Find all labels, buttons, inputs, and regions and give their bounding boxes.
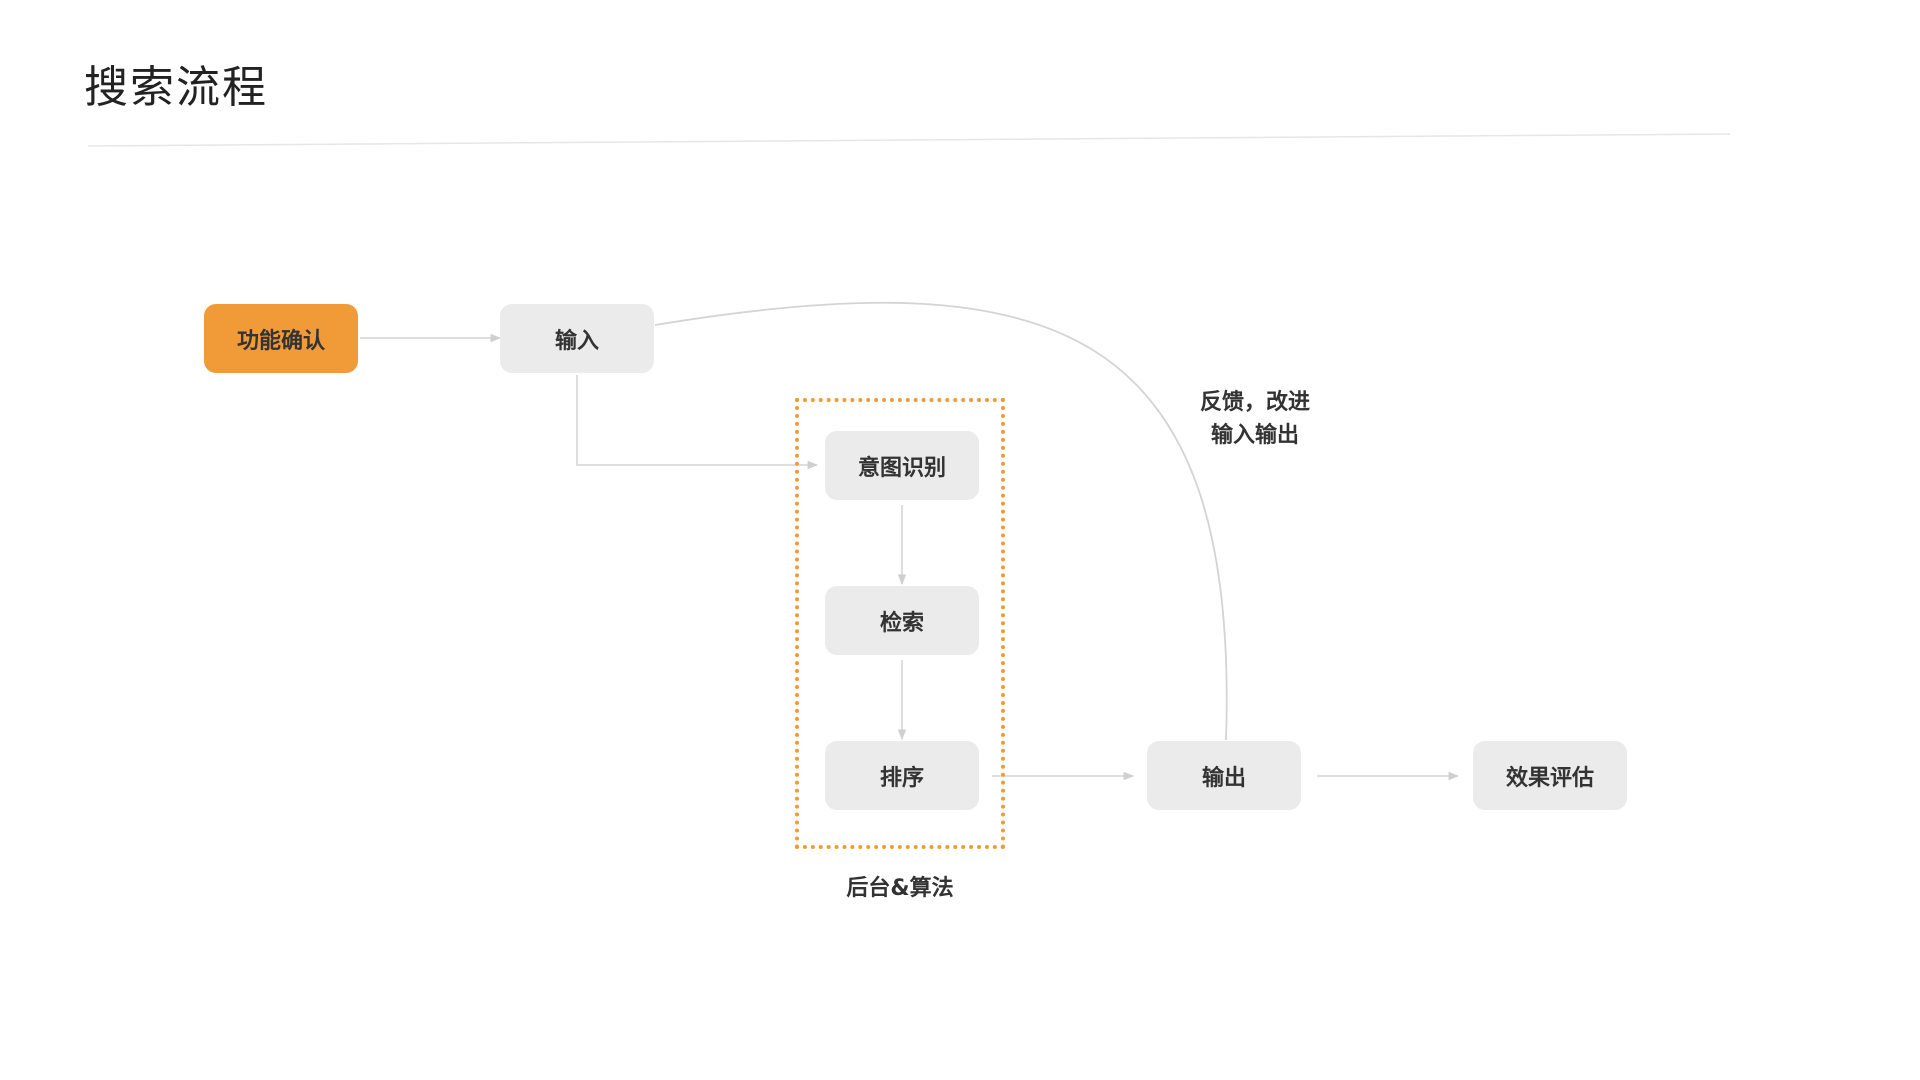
node-output[interactable]: 输出 xyxy=(1147,741,1301,810)
feedback-label-line2: 输入输出 xyxy=(1210,423,1299,448)
feedback-label-line1: 反馈，改进 xyxy=(1199,390,1310,415)
node-effect-evaluation-label: 效果评估 xyxy=(1505,765,1594,791)
node-input[interactable]: 输入 xyxy=(500,304,654,373)
page-title: 搜索流程 xyxy=(84,62,268,113)
node-ranking[interactable]: 排序 xyxy=(825,741,979,810)
node-feature-confirm[interactable]: 功能确认 xyxy=(204,304,358,373)
node-output-label: 输出 xyxy=(1201,765,1246,791)
feedback-label: 反馈，改进 输入输出 xyxy=(1150,386,1360,452)
node-input-label: 输入 xyxy=(554,328,599,354)
node-retrieval-label: 检索 xyxy=(879,610,924,636)
node-effect-evaluation[interactable]: 效果评估 xyxy=(1473,741,1627,810)
node-ranking-label: 排序 xyxy=(879,765,924,791)
backend-algorithm-group xyxy=(795,398,1005,849)
node-feature-confirm-label: 功能确认 xyxy=(236,328,325,354)
node-intent-recognition-label: 意图识别 xyxy=(857,455,946,481)
feedback-curve xyxy=(654,301,1228,741)
group-label: 后台&算法 xyxy=(846,876,954,901)
node-retrieval[interactable]: 检索 xyxy=(825,586,979,655)
node-intent-recognition[interactable]: 意图识别 xyxy=(825,431,979,500)
connector-input-intent xyxy=(576,375,819,470)
header-divider xyxy=(87,133,1731,147)
